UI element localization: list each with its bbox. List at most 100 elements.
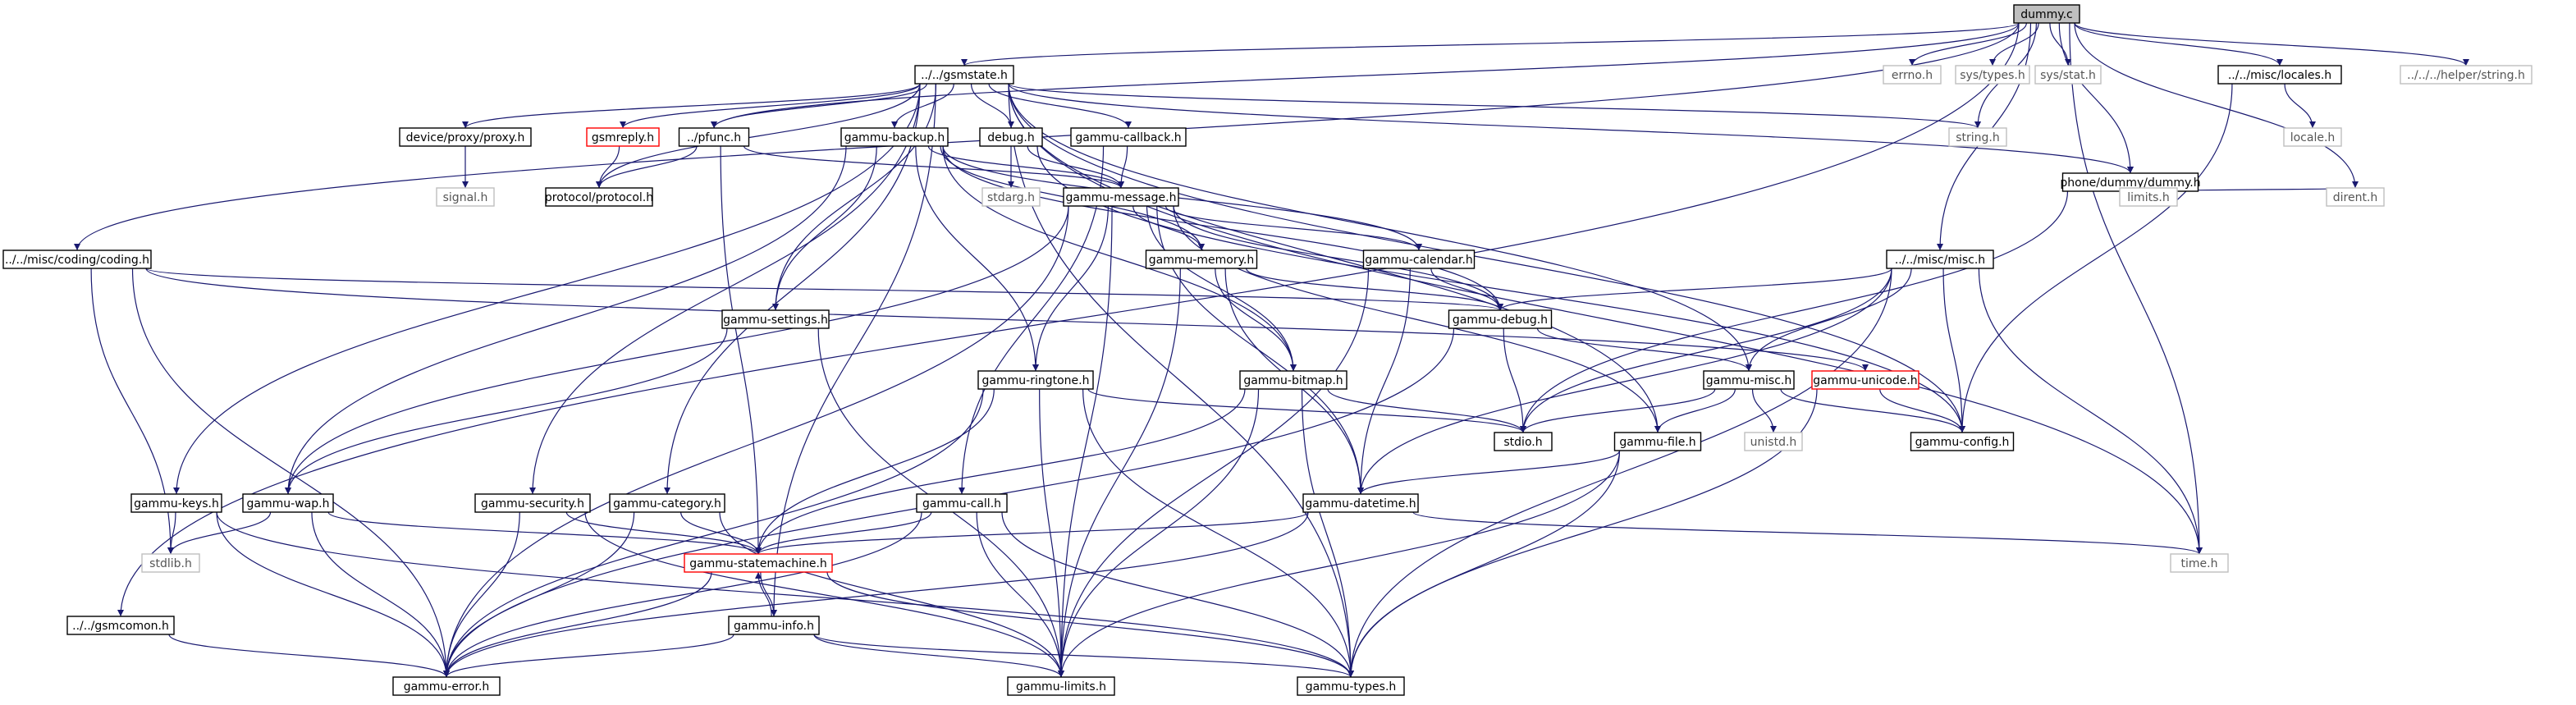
node-label: debug.h	[987, 131, 1034, 144]
node-label: ../../misc/locales.h	[2228, 69, 2331, 82]
node-gammu-backup-h[interactable]: gammu-backup.h	[840, 127, 949, 147]
node-gammu-debug-h[interactable]: gammu-debug.h	[1448, 309, 1553, 329]
node-gammu-security-h[interactable]: gammu-security.h	[474, 493, 591, 513]
node-gammu-call-h[interactable]: gammu-call.h	[916, 493, 1008, 513]
node-time-h: time.h	[2170, 553, 2229, 573]
node-label: gammu-debug.h	[1453, 314, 1548, 327]
node-misc-locales-h[interactable]: ../../misc/locales.h	[2217, 65, 2342, 85]
node-label: stdlib.h	[149, 557, 192, 570]
edge-path	[620, 83, 921, 129]
node-label: string.h	[1956, 131, 2000, 144]
node-gammu-limits-h[interactable]: gammu-limits.h	[1007, 676, 1115, 696]
node-debug-h[interactable]: debug.h	[979, 127, 1043, 147]
edge-pfunc_h-to-gammu_message_h	[743, 145, 1124, 189]
edge-path	[1164, 205, 1422, 251]
edge-gammu_misc_h-to-stdio_h	[1520, 388, 1716, 433]
node-gammu-keys-h[interactable]: gammu-keys.h	[130, 493, 222, 513]
node-protocol-h[interactable]: protocol/protocol.h	[545, 187, 653, 207]
node-gammu-error-h[interactable]: gammu-error.h	[392, 676, 501, 696]
node-label: gammu-message.h	[1066, 191, 1177, 204]
node-box	[2170, 553, 2229, 573]
edge-gammu_wap_h-to-gammu_statemachine_h	[327, 511, 762, 555]
node-gammu-bitmap-h[interactable]: gammu-bitmap.h	[1239, 370, 1347, 390]
node-gammu-memory-h[interactable]: gammu-memory.h	[1145, 249, 1258, 269]
node-gammu-category-h[interactable]: gammu-category.h	[609, 493, 725, 513]
node-misc-coding-h[interactable]: ../../misc/coding/coding.h	[2, 249, 152, 269]
edge-gammu_callback_h-to-gammu_message_h	[1118, 145, 1128, 189]
edge-misc_locales_h-to-locale_h	[2284, 83, 2316, 129]
node-box	[678, 127, 750, 147]
node-box	[436, 187, 495, 207]
node-gammu-message-h[interactable]: gammu-message.h	[1063, 187, 1179, 207]
edge-gammu_bitmap_h-to-gammu_types_h	[1301, 388, 1354, 678]
edge-gammu_datetime_h-to-time_h	[1412, 511, 2203, 555]
node-label: dirent.h	[2333, 191, 2378, 204]
edge-gammu_backup_h-to-gammu_ringtone_h	[915, 145, 1039, 372]
node-box	[2119, 187, 2178, 207]
node-gammu-misc-h[interactable]: gammu-misc.h	[1703, 370, 1795, 390]
edge-path	[961, 22, 2020, 66]
edge-gammu_calendar_h-to-gammu_limits_h	[1058, 268, 1370, 678]
node-label: gammu-info.h	[734, 620, 814, 633]
edge-path	[1215, 268, 1297, 372]
node-box	[721, 309, 830, 329]
edge-misc_misc_h-to-gammu_misc_h	[1746, 268, 1912, 372]
edge-gsmstate_h-to-pfunc_h	[711, 83, 927, 129]
node-gammu-info-h[interactable]: gammu-info.h	[728, 616, 820, 635]
node-pfunc-h[interactable]: ../pfunc.h	[678, 127, 750, 147]
node-gammu-unicode-h[interactable]: gammu-unicode.h	[1811, 370, 1919, 390]
node-gammu-types-h[interactable]: gammu-types.h	[1297, 676, 1405, 696]
node-gammu-datetime-h[interactable]: gammu-datetime.h	[1302, 493, 1419, 513]
edge-path	[1503, 327, 1526, 433]
edge-gsmstate_h-to-device_proxy_h	[462, 83, 921, 129]
edge-gammu_statemachine_h-to-gammu_error_h	[443, 571, 712, 678]
node-label: protocol/protocol.h	[545, 191, 653, 204]
node-misc-misc-h[interactable]: ../../misc/misc.h	[1886, 249, 1994, 269]
node-box	[1948, 127, 2007, 147]
node-dummy-c[interactable]: dummy.c	[2013, 4, 2080, 24]
node-gammu-ringtone-h[interactable]: gammu-ringtone.h	[977, 370, 1094, 390]
node-label: gammu-misc.h	[1706, 374, 1792, 387]
node-gsmcomon-h[interactable]: ../../gsmcomon.h	[66, 616, 175, 635]
edge-misc_misc_h-to-gammu_datetime_h	[1357, 268, 1892, 495]
node-box	[1910, 432, 2015, 451]
node-gammu-callback-h[interactable]: gammu-callback.h	[1070, 127, 1187, 147]
edge-path	[2284, 83, 2316, 129]
node-phone-dummy-h[interactable]: phone/dummy/dummy.h	[2060, 172, 2201, 192]
edge-path	[1001, 511, 1354, 678]
edge-gammu_bitmap_h-to-gammu_statemachine_h	[755, 388, 1246, 555]
node-label: gammu-config.h	[1915, 436, 2010, 449]
node-gammu-calendar-h[interactable]: gammu-calendar.h	[1362, 249, 1476, 269]
edge-misc_misc_h-to-gammu_debug_h	[1497, 268, 1892, 311]
node-gammu-settings-h[interactable]: gammu-settings.h	[721, 309, 830, 329]
edge-path	[988, 83, 1132, 129]
node-box	[66, 616, 175, 635]
node-gammu-statemachine-h[interactable]: gammu-statemachine.h	[684, 553, 833, 573]
node-label: ../../misc/misc.h	[1895, 254, 1985, 267]
edge-misc_misc_h-to-time_h	[1978, 268, 2203, 555]
node-label: gammu-ringtone.h	[982, 374, 1090, 387]
edge-misc_coding_h-to-gammu_error_h	[131, 268, 450, 678]
node-box	[1007, 676, 1115, 696]
node-box	[2034, 65, 2102, 85]
edge-gammu_call_h-to-gammu_error_h	[443, 511, 922, 678]
edge-dummy_c-to-helper_string_h	[2074, 22, 2469, 66]
node-label: errno.h	[1892, 69, 1933, 82]
node-gammu-file-h[interactable]: gammu-file.h	[1613, 432, 1702, 451]
node-gsmstate-h[interactable]: ../../gsmstate.h	[914, 65, 1014, 85]
node-label: stdarg.h	[987, 191, 1035, 204]
node-gsmreply-h[interactable]: gsmreply.h	[586, 127, 660, 147]
node-box	[2400, 65, 2533, 85]
edge-path	[443, 634, 734, 678]
node-gammu-config-h[interactable]: gammu-config.h	[1910, 432, 2015, 451]
edge-gammu_memory_h-to-gammu_bitmap_h	[1215, 268, 1297, 372]
node-gammu-wap-h[interactable]: gammu-wap.h	[242, 493, 334, 513]
node-locale-h: locale.h	[2283, 127, 2342, 147]
node-device-proxy-h[interactable]: device/proxy/proxy.h	[399, 127, 532, 147]
node-label: signal.h	[443, 191, 488, 204]
node-stdio-h[interactable]: stdio.h	[1494, 432, 1553, 451]
edge-path	[1909, 22, 2027, 66]
edge-path	[1879, 388, 1965, 433]
edge-path	[1032, 205, 1109, 372]
